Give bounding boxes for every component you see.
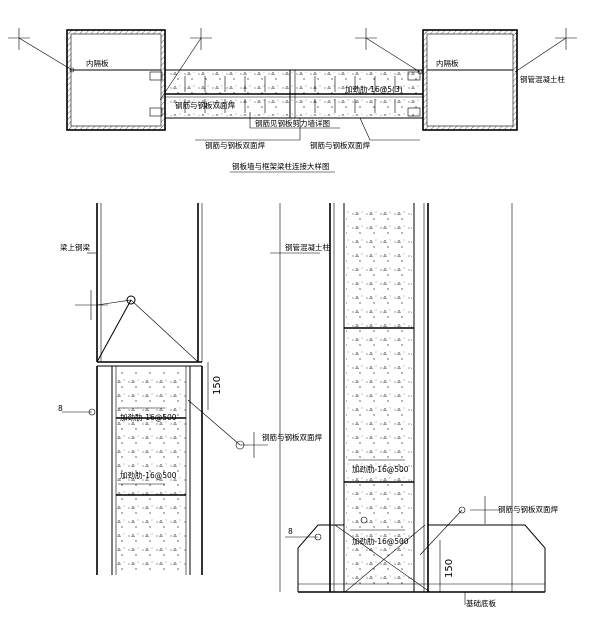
marker-8-right: 8 [288, 527, 293, 536]
label-base: 基础底板 [466, 598, 496, 608]
dimension-150-right: 150 [444, 559, 455, 578]
cross-marker-icon [8, 28, 577, 101]
label-stiffener-right-1: 加劲肋-16@500 [352, 464, 409, 474]
label-rebar-note: 钢筋见钢板剪力墙详图 [255, 118, 330, 128]
diagram-title: 钢板墙与框架梁柱连接大样图 [232, 161, 330, 171]
top-plan-detail: 内隔板 内隔板 钢管混凝土柱 加劲肋-16@5(3) 钢筋与钢板双面焊 钢筋见钢… [8, 28, 577, 173]
label-weld-bottom-right: 钢筋与钢板双面焊 [310, 140, 370, 150]
label-beam: 梁上钢梁 [60, 242, 90, 252]
left-elevation-detail: 150 梁上钢梁 钢管混凝土柱 加劲肋-16@500 加劲肋-16@500 钢筋… [58, 203, 330, 575]
right-column-section [422, 29, 518, 131]
marker-8-left: 8 [58, 404, 63, 413]
label-weld-note-left: 钢筋与钢板双面焊 [262, 432, 322, 442]
dimension-150-left: 150 [212, 376, 223, 395]
cross-marker-icon [285, 496, 500, 556]
label-weld-bottom-left: 钢筋与钢板双面焊 [205, 140, 265, 150]
label-stiffener-1: 加劲肋-16@500 [120, 412, 177, 422]
steel-plate-wall-plan [149, 69, 424, 119]
label-stiffener-right-2: 加劲肋-16@500 [352, 536, 409, 546]
label-column-right: 钢管混凝土柱 [520, 74, 565, 84]
right-elevation-detail: 150 加劲肋-16@500 加劲肋-16@500 钢筋与钢板双面焊 基础底板 … [279, 203, 558, 608]
cross-marker-icon [62, 290, 268, 458]
label-weld-top-left: 钢筋与钢板双面焊 [175, 100, 235, 110]
label-inner-partition-left: 内隔板 [86, 58, 109, 68]
label-inner-partition-right: 内隔板 [436, 58, 459, 68]
label-column: 钢管混凝土柱 [285, 242, 330, 252]
label-stiffener-2: 加劲肋-16@500 [120, 470, 177, 480]
label-stiffener: 加劲肋-16@5(3) [345, 84, 403, 94]
label-weld-note-right: 钢筋与钢板双面焊 [498, 504, 558, 514]
